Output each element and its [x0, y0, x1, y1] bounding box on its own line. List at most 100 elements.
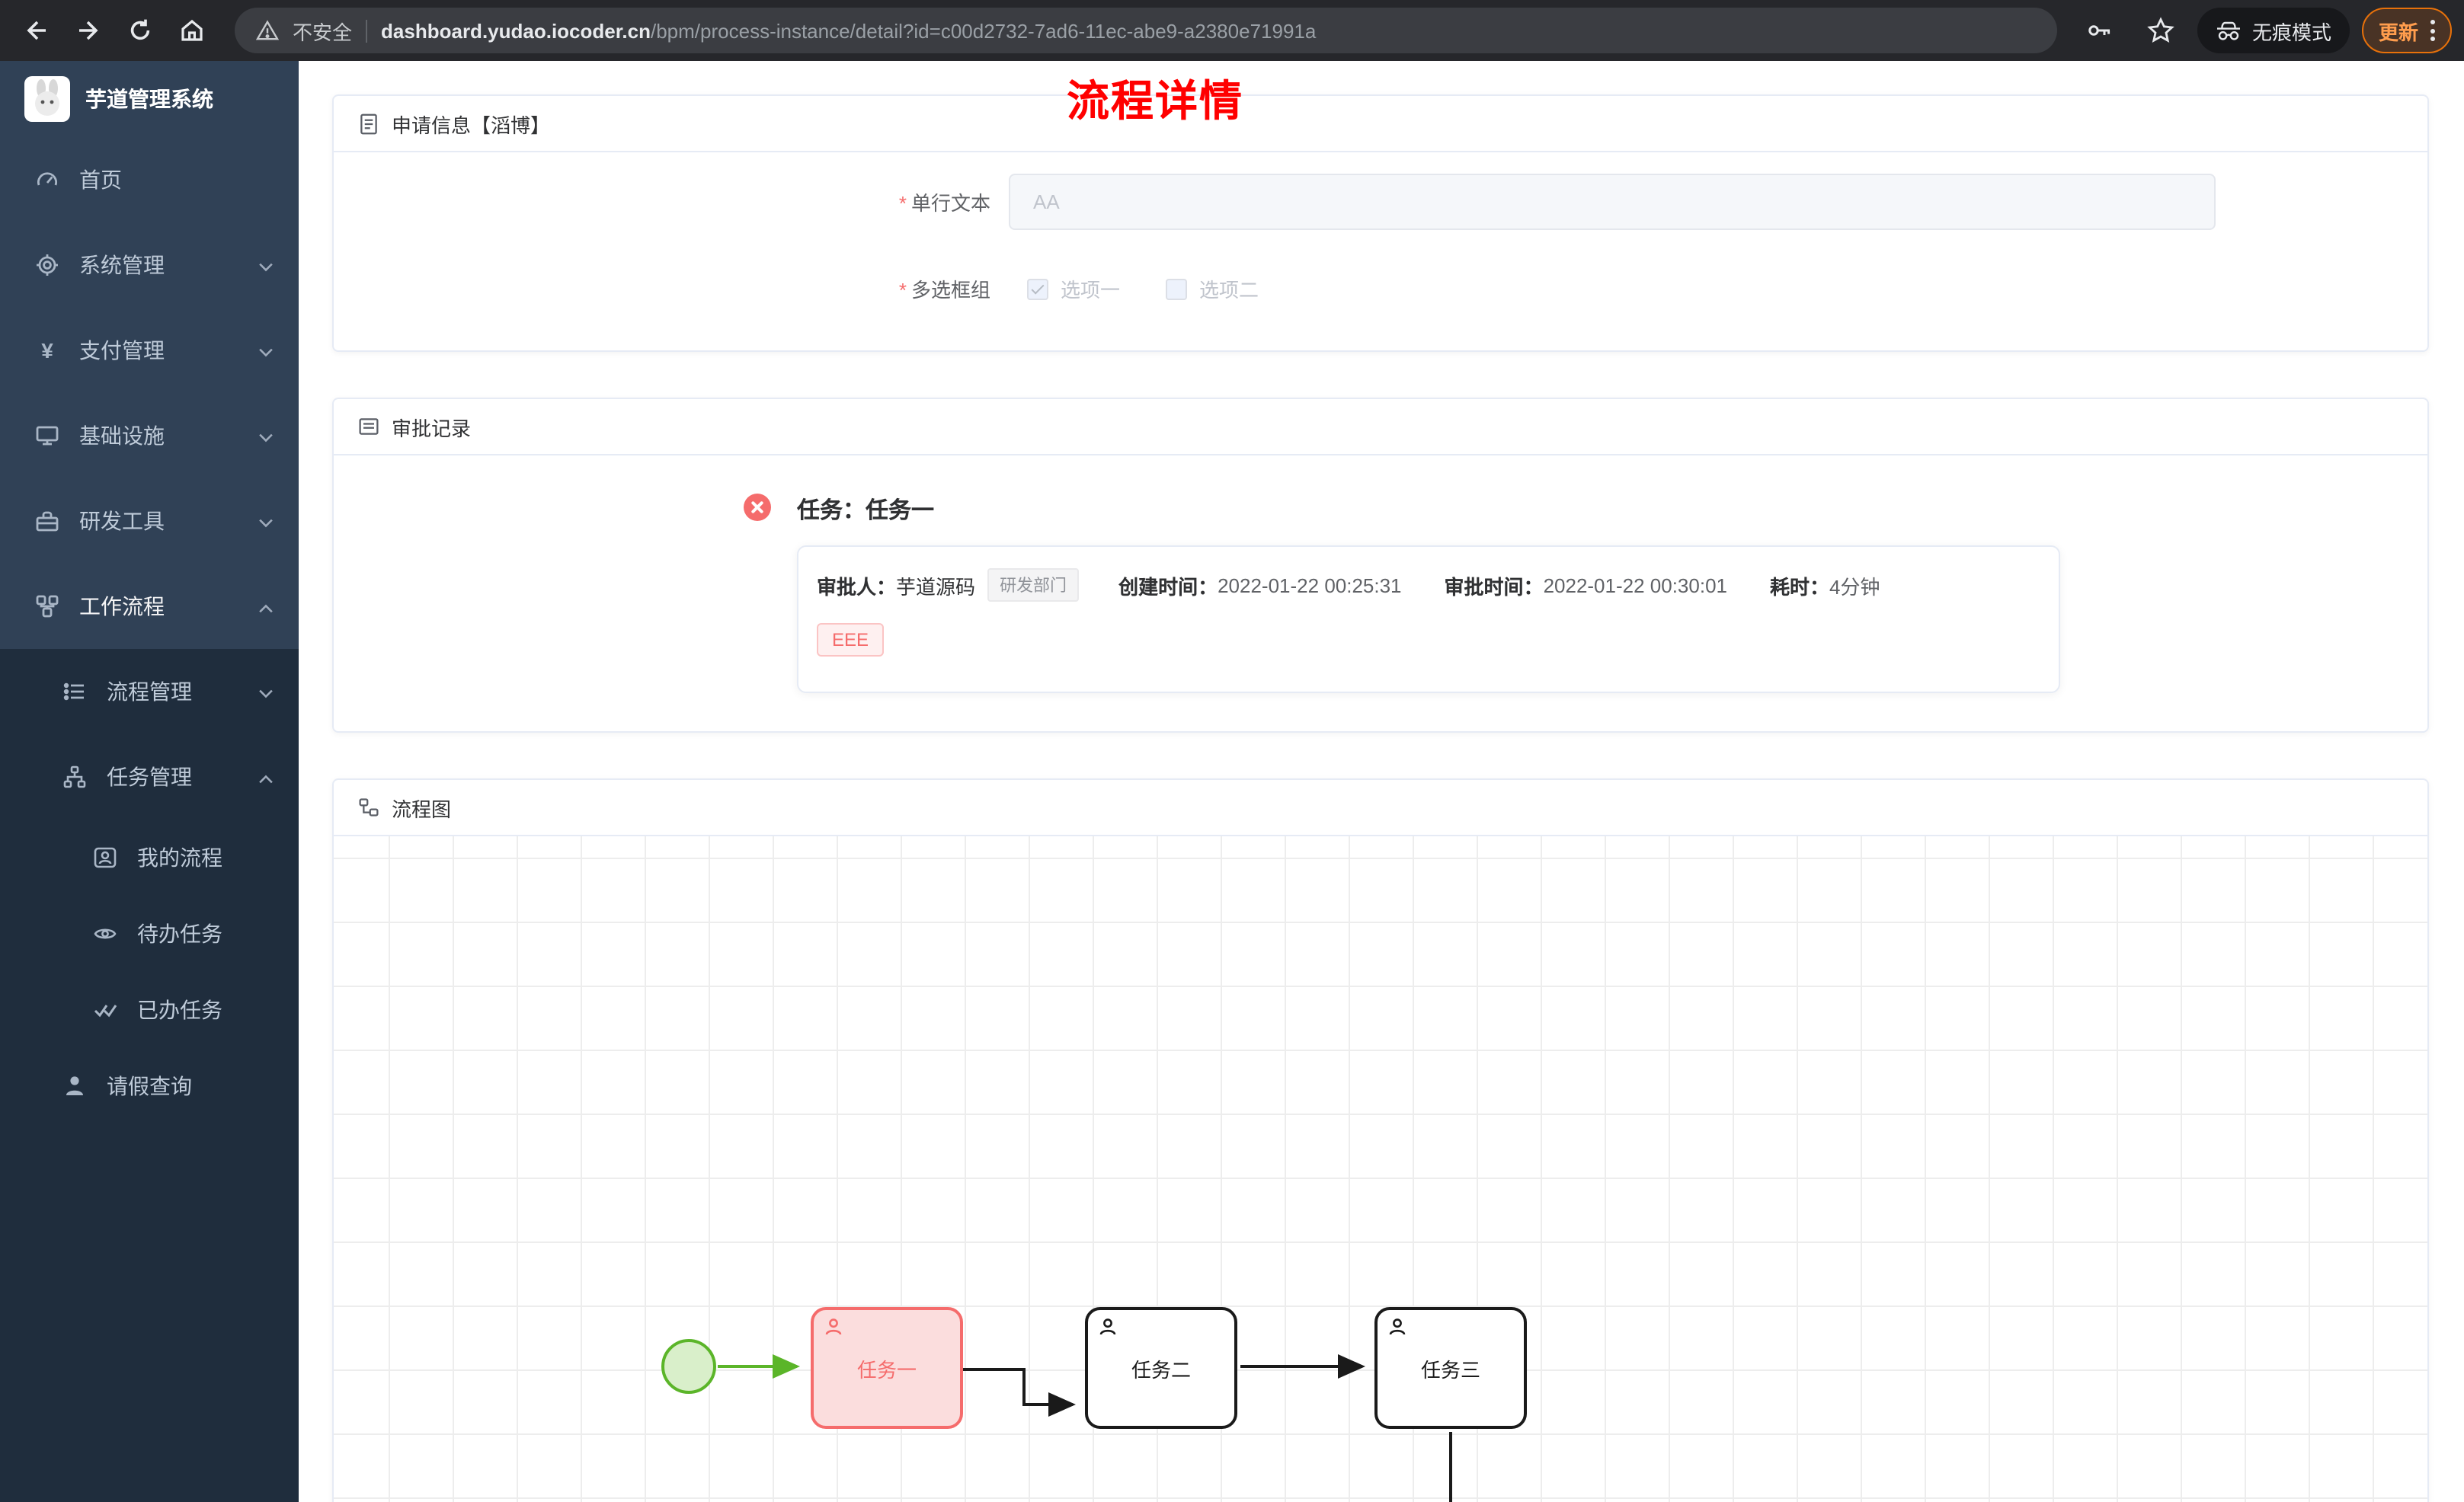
page-title: 流程详情	[1066, 78, 1244, 125]
flow-chart-icon	[359, 798, 379, 817]
not-secure-label: 不安全	[293, 21, 353, 43]
sidebar-item-system-management[interactable]: 系统管理	[0, 222, 299, 308]
sidebar-item-label: 我的流程	[137, 845, 222, 870]
apply-info-card: 申请信息【滔博】 *单行文本 *多选框组 选项一	[332, 94, 2429, 352]
bpmn-canvas[interactable]: 任务一 任务二 任务三	[334, 836, 2427, 1502]
forward-button[interactable]	[64, 6, 113, 55]
sidebar-item-my-process[interactable]: 我的流程	[0, 820, 299, 896]
bpmn-task-3[interactable]: 任务三	[1374, 1307, 1527, 1429]
record-icon	[359, 418, 379, 435]
duration-value: 4分钟	[1829, 575, 1880, 598]
checkbox-field-row: *多选框组 选项一 选项二	[334, 260, 2427, 317]
sidebar-item-label: 系统管理	[79, 253, 165, 277]
sidebar-item-infrastructure[interactable]: 基础设施	[0, 393, 299, 478]
bpmn-task-2[interactable]: 任务二	[1085, 1307, 1237, 1429]
kebab-menu-icon	[2430, 20, 2435, 41]
user-card-icon	[91, 845, 119, 870]
home-button[interactable]	[168, 6, 216, 55]
approved-time: 2022-01-22 00:30:01	[1543, 574, 1727, 596]
approval-detail-box: 审批人： 芋道源码 研发部门 创建时间： 2022-01-22 00:25:31…	[797, 545, 2060, 693]
checkbox-checked-icon	[1027, 278, 1048, 299]
text-field-label: *单行文本	[898, 192, 990, 215]
task-label: 任务三	[1420, 1358, 1480, 1381]
text-input	[1009, 174, 2216, 230]
tools-icon	[34, 509, 61, 533]
user-task-icon	[1099, 1318, 1116, 1335]
task-label: 任务一	[856, 1358, 917, 1381]
sidebar-item-home[interactable]: 首页	[0, 137, 299, 222]
app-logo-icon	[24, 76, 70, 122]
duration-label: 耗时：	[1770, 575, 1830, 598]
process-diagram-card: 流程图 任	[332, 778, 2429, 1502]
edge-task1-to-task2	[963, 1368, 1076, 1417]
browser-toolbar: 不安全 dashboard.yudao.iocoder.cn/bpm/proce…	[0, 0, 2464, 61]
approver-label: 审批人：	[817, 575, 897, 598]
dashboard-icon	[34, 168, 61, 192]
monitor-icon	[34, 423, 61, 448]
apply-card-title: 申请信息【滔博】	[392, 113, 551, 136]
sidebar-item-label: 待办任务	[137, 922, 222, 946]
sidebar-item-todo-tasks[interactable]: 待办任务	[0, 896, 299, 972]
created-time: 2022-01-22 00:25:31	[1218, 574, 1402, 596]
refresh-button[interactable]	[116, 6, 165, 55]
sidebar-item-label: 请假查询	[107, 1074, 192, 1098]
bookmark-button[interactable]	[2136, 6, 2185, 55]
person-icon	[61, 1074, 88, 1098]
sidebar-menu-sub: 流程管理 任务管理 我的流程 待办任务 已办	[0, 649, 299, 1124]
created-label: 创建时间：	[1118, 575, 1218, 598]
apply-form: *单行文本 *多选框组 选项一 选项二	[334, 152, 2427, 317]
eye-icon	[91, 922, 119, 946]
double-check-icon	[91, 998, 119, 1022]
sidebar-filler	[0, 1124, 299, 1502]
chevron-down-icon	[258, 253, 274, 277]
sidebar-item-process-management[interactable]: 流程管理	[0, 649, 299, 734]
sidebar-item-label: 工作流程	[79, 594, 165, 618]
sidebar-item-leave-query[interactable]: 请假查询	[0, 1048, 299, 1124]
diagram-card-header: 流程图	[334, 780, 2427, 836]
url-path: /bpm/process-instance/detail?id=c00d2732…	[651, 19, 1317, 42]
home-icon	[181, 19, 203, 41]
chevron-up-icon	[258, 594, 274, 618]
user-task-icon	[1389, 1318, 1406, 1335]
incognito-label: 无痕模式	[2251, 21, 2331, 43]
star-icon	[2147, 17, 2174, 43]
apply-card-header: 申请信息【滔博】	[334, 96, 2427, 152]
url-domain: dashboard.yudao.iocoder.cn	[381, 19, 651, 42]
password-manager-button[interactable]	[2075, 6, 2124, 55]
list-icon	[61, 679, 88, 704]
sidebar-item-label: 基础设施	[79, 423, 165, 448]
sidebar-item-label: 首页	[79, 168, 122, 192]
chevron-down-icon	[258, 338, 274, 363]
chevron-down-icon	[258, 423, 274, 448]
dept-tag: 研发部门	[987, 568, 1080, 602]
bpmn-start-event[interactable]	[661, 1339, 716, 1394]
sidebar-item-task-management[interactable]: 任务管理	[0, 734, 299, 820]
back-button[interactable]	[12, 6, 61, 55]
approval-card-title: 审批记录	[392, 417, 472, 439]
required-mark: *	[898, 279, 907, 302]
address-bar[interactable]: 不安全 dashboard.yudao.iocoder.cn/bpm/proce…	[235, 8, 2057, 53]
incognito-badge: 无痕模式	[2197, 8, 2350, 53]
url-text: dashboard.yudao.iocoder.cn/bpm/process-i…	[381, 19, 1316, 42]
app-title: 芋道管理系统	[85, 87, 213, 111]
not-secure-warning-icon	[256, 20, 279, 40]
refresh-icon	[130, 19, 150, 40]
checkbox-label: 选项二	[1199, 279, 1259, 302]
toolbar-right-cluster: 无痕模式 更新	[2075, 6, 2452, 55]
chrome-update-menu-button[interactable]: 更新	[2361, 8, 2452, 53]
main-content: 流程详情 申请信息【滔博】 *单行文本 *多选框组	[299, 61, 2464, 1502]
approval-card-header: 审批记录	[334, 399, 2427, 455]
incognito-icon	[2216, 21, 2240, 40]
forward-arrow-icon	[79, 21, 98, 40]
checkbox-option-1: 选项一	[1027, 274, 1120, 303]
approved-label: 审批时间：	[1444, 575, 1544, 598]
sidebar-item-dev-tools[interactable]: 研发工具	[0, 478, 299, 564]
task-title: 任务：任务一	[797, 498, 935, 524]
sidebar-item-workflow[interactable]: 工作流程	[0, 564, 299, 649]
sidebar-item-payment-management[interactable]: ¥ 支付管理	[0, 308, 299, 393]
sidebar-item-done-tasks[interactable]: 已办任务	[0, 972, 299, 1048]
bpmn-task-1[interactable]: 任务一	[811, 1307, 963, 1429]
sidebar-logo[interactable]: 芋道管理系统	[0, 61, 299, 137]
gear-icon	[34, 253, 61, 277]
sidebar-menu-top: 首页 系统管理 ¥ 支付管理 基础设施	[0, 137, 299, 649]
